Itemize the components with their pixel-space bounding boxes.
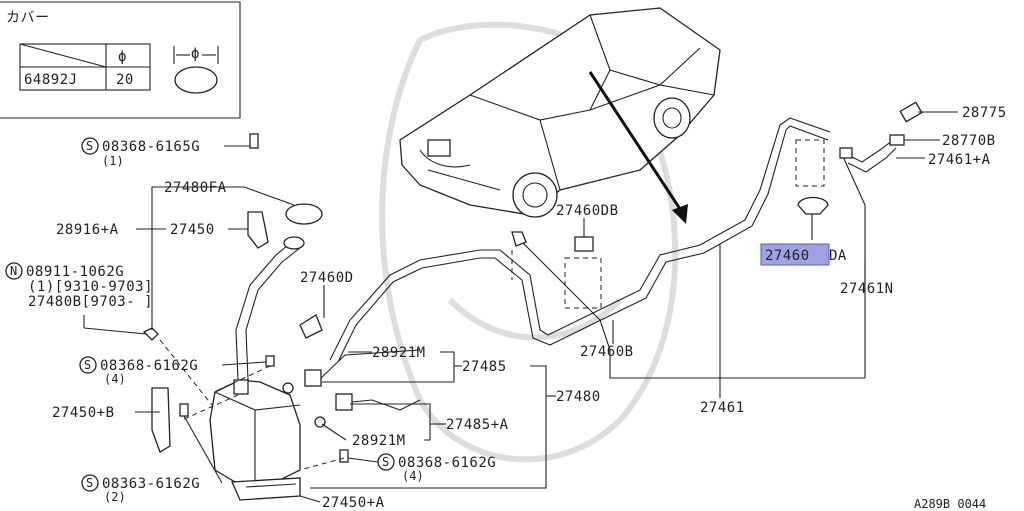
label-27485: 27485 [462, 359, 507, 375]
label-27460d: 27460D [300, 270, 354, 286]
label-27460da-highlight[interactable]: 27460 [765, 248, 810, 264]
label-08911-1062g: 08911-1062G [26, 264, 124, 280]
label-27480: 27480 [556, 389, 601, 405]
washer-pump-lower [335, 393, 353, 411]
bracket-27450 [247, 211, 269, 249]
label-27450: 27450 [170, 222, 215, 238]
inset-title: カバー [6, 10, 50, 26]
bolt-08368-6162g-upper [265, 355, 275, 367]
highlight-box-27460da[interactable] [760, 243, 830, 266]
hose-clips [299, 139, 829, 339]
car-illustration [399, 7, 721, 218]
label-27480b-range: 27480B[9703- ] [28, 294, 153, 310]
s-circle-1 [81, 137, 99, 155]
inset-header-diameter-symbol: ϕ [118, 49, 127, 65]
joint-28770b [889, 134, 905, 146]
clip-27460db [574, 236, 594, 252]
s-circle-3-letter: S [382, 455, 389, 469]
label-08911-range: (1)[9310-9703] [28, 279, 153, 295]
inset-dim-symbol: ϕ [191, 46, 200, 62]
washer-pump-upper [304, 369, 322, 387]
label-28916a: 28916+A [56, 222, 119, 238]
diagram-code: A289B 0044 [914, 497, 986, 511]
label-27450b: 27450+B [52, 405, 115, 421]
label-27480fa: 27480FA [164, 180, 227, 196]
label-27461a: 27461+A [928, 152, 991, 168]
n-circle [5, 262, 23, 280]
filler-cap [285, 203, 323, 225]
label-27460b: 27460B [580, 344, 634, 360]
clip-27460d [299, 314, 323, 339]
part-labels: 28775 28770B 27461+A 27460 DA 27461N 274… [5, 105, 1007, 511]
nozzle-parts [839, 101, 958, 159]
cover-cap-drawing [174, 66, 218, 94]
bolt-08363-6162g [179, 403, 189, 417]
label-27460da-suffix: DA [829, 248, 847, 264]
bolt-08368-6162g-lower [339, 449, 349, 463]
bolt-08368-6165g [249, 133, 259, 149]
s-circle-3 [377, 453, 395, 471]
label-27461n: 27461N [840, 281, 894, 297]
washer-tank-assembly [142, 133, 421, 501]
label-27485a: 27485+A [446, 417, 509, 433]
s-circle-2-letter: S [84, 358, 91, 372]
label-08368-6162g-upper: 08368-6162G [100, 358, 198, 374]
filler-neck-ring [283, 236, 305, 250]
label-08368-6165g: 08368-6165G [102, 139, 200, 155]
callout-arrow [588, 71, 688, 224]
clip-27460b [511, 231, 527, 247]
label-28921m-bottom: 28921M [352, 433, 406, 449]
label-08368-6165g-qty: (1) [102, 154, 124, 168]
nozzle-28775 [899, 101, 923, 123]
s-circle-2 [79, 356, 97, 374]
inset-part-number: 64892J [24, 72, 78, 88]
bracket-27450a [231, 477, 301, 501]
s-circle-1-letter: S [86, 139, 93, 153]
inset-diameter-value: 20 [116, 72, 134, 88]
inset-panel: カバー ϕ 64892J 20 ϕ [0, 1, 241, 119]
leader-lines [83, 145, 866, 503]
s-circle-4-letter: S [86, 476, 93, 490]
label-28921m-top: 28921M [372, 345, 426, 361]
label-27450a: 27450+A [322, 495, 385, 511]
label-08368-6162g-lower-qty: (4) [402, 469, 424, 483]
label-28775: 28775 [962, 105, 1007, 121]
nut-08911 [142, 327, 159, 341]
label-08363-6162g: 08363-6162G [102, 476, 200, 492]
label-27460db: 27460DB [556, 203, 619, 219]
label-27461: 27461 [700, 400, 745, 416]
s-circle-4 [81, 474, 99, 492]
label-28770b: 28770B [942, 133, 996, 149]
bracket-27450b [151, 387, 171, 453]
n-circle-letter: N [10, 264, 17, 278]
joint-small [839, 147, 853, 159]
clip-27460da [797, 196, 829, 215]
tank-neck [233, 379, 249, 395]
label-08368-6162g-upper-qty: (4) [104, 372, 126, 386]
label-08368-6162g-lower: 08368-6162G [398, 455, 496, 471]
label-08363-6162g-qty: (2) [104, 490, 126, 504]
washer-hose-routing [329, 117, 897, 379]
